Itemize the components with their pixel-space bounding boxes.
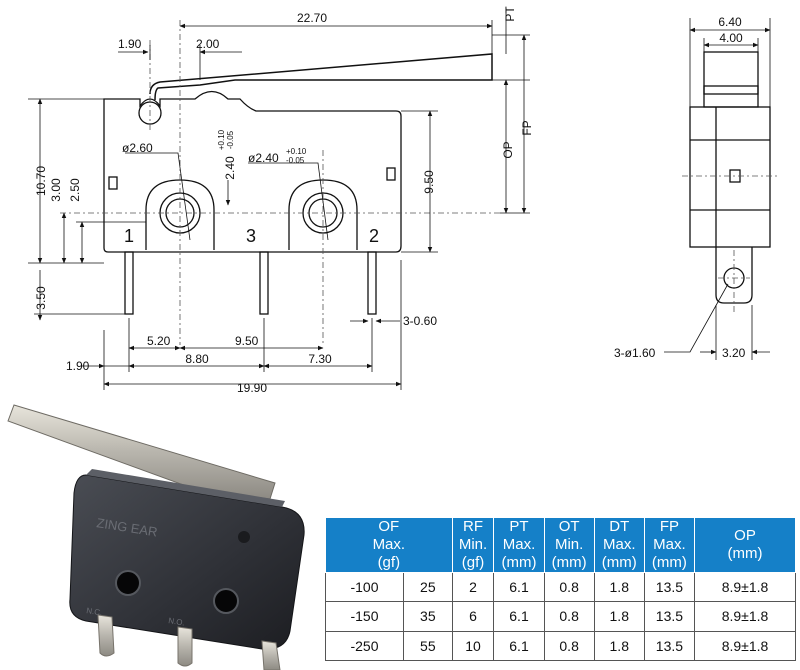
technical-drawing: 22.70 1.90 2.00 10.70 3.00 2.50 3.50 9.5… (28, 6, 778, 395)
dim-6-40: 6.40 (718, 15, 742, 29)
lever (149, 53, 493, 101)
photo-mark-no: N.O. (168, 616, 186, 627)
table-cell: 6.1 (493, 571, 545, 603)
table-cell: 13.5 (643, 571, 696, 603)
header-of: OF Max. (gf) (325, 517, 453, 573)
dim-19-90: 19.90 (237, 381, 267, 395)
dim-2-40-mid: 2.40 (223, 156, 237, 180)
table-cell: 0.8 (543, 630, 595, 662)
header-ot: OT Min. (mm) (543, 517, 595, 573)
label-op: OP (501, 141, 515, 158)
header-pt: PT Max. (mm) (493, 517, 545, 573)
table-cell: 55 (403, 630, 453, 662)
terminal-3-label: 3 (246, 226, 256, 246)
pin-1 (124, 251, 134, 315)
spec-header-row: OF Max. (gf) RF Min. (gf) PT Max. (mm) O… (325, 517, 796, 573)
table-row: -150 35 6 6.1 0.8 1.8 13.5 8.9±1.8 (324, 601, 796, 632)
dim-2-40-tol-plus: +0.10 (217, 129, 226, 150)
dim-3-20: 3.20 (722, 346, 746, 360)
pin-3 (259, 251, 269, 315)
pin-2 (367, 251, 377, 315)
dim-2-50: 2.50 (68, 178, 82, 202)
photo-switch-body (69, 474, 305, 650)
header-fp: FP Max. (mm) (643, 517, 696, 573)
dim-1-90-bottom: 1.90 (66, 359, 90, 373)
table-cell: -100 (324, 571, 405, 603)
dim-2-00: 2.00 (196, 37, 220, 51)
table-cell: 1.8 (593, 630, 645, 662)
table-cell: -250 (324, 630, 405, 662)
side-view (689, 51, 771, 304)
hole-dia-left: ø2.60 (122, 141, 153, 155)
photo-pin-1 (97, 614, 115, 657)
table-cell: 35 (403, 601, 453, 632)
label-pt: PT (503, 6, 517, 22)
hole-tol-minus: -0.05 (286, 156, 305, 165)
table-cell: 25 (403, 571, 453, 603)
dim-22-70: 22.70 (297, 11, 327, 25)
table-cell: 8.9±1.8 (694, 630, 796, 662)
dim-1-90-top: 1.90 (118, 37, 142, 51)
table-cell: 6.1 (493, 630, 545, 662)
dim-7-30: 7.30 (308, 352, 332, 366)
table-cell: 2 (451, 571, 495, 603)
table-cell: 1.8 (593, 601, 645, 632)
hole-tol-plus: +0.10 (286, 147, 307, 156)
dim-2-40-tol-minus: -0.05 (226, 130, 235, 149)
header-dt: DT Max. (mm) (593, 517, 645, 573)
dim-10-70: 10.70 (34, 166, 48, 196)
label-fp: FP (520, 120, 534, 135)
terminal-1-label: 1 (124, 226, 134, 246)
table-cell: 6.1 (493, 601, 545, 632)
terminal-2-label: 2 (369, 226, 379, 246)
product-photo: ZING EAR N.C. N.O. (7, 404, 305, 670)
dim-4-00: 4.00 (719, 31, 743, 45)
table-row: -250 55 10 6.1 0.8 1.8 13.5 8.9±1.8 (324, 630, 796, 662)
table-cell: -150 (324, 601, 405, 632)
dim-9-50-right: 9.50 (422, 170, 436, 194)
table-cell: 1.8 (593, 571, 645, 603)
header-rf: RF Min. (gf) (451, 517, 495, 573)
photo-hole-right (213, 588, 239, 614)
spec-table: OF Max. (gf) RF Min. (gf) PT Max. (mm) O… (324, 517, 796, 662)
switch-body-outline (103, 90, 402, 253)
dim-side-hole: 3-ø1.60 (614, 346, 656, 360)
header-op: OP (mm) (694, 517, 796, 573)
table-cell: 10 (451, 630, 495, 662)
table-cell: 8.9±1.8 (694, 601, 796, 632)
dim-pin-width: 3-0.60 (403, 314, 437, 328)
photo-hole-left (115, 570, 141, 596)
table-row: -100 25 2 6.1 0.8 1.8 13.5 8.9±1.8 (324, 571, 796, 603)
table-cell: 0.8 (543, 601, 595, 632)
dim-8-80: 8.80 (185, 352, 209, 366)
dim-9-50-bottom: 9.50 (235, 334, 259, 348)
table-cell: 13.5 (643, 601, 696, 632)
table-cell: 6 (451, 601, 495, 632)
dim-3-50: 3.50 (34, 286, 48, 310)
dim-5-20: 5.20 (147, 334, 171, 348)
dim-3-00: 3.00 (49, 178, 63, 202)
photo-pin-2 (261, 640, 281, 670)
hole-dia-right: ø2.40 (248, 151, 279, 165)
table-cell: 8.9±1.8 (694, 571, 796, 603)
table-cell: 13.5 (643, 630, 696, 662)
photo-pin-3 (177, 626, 193, 667)
table-cell: 0.8 (543, 571, 595, 603)
photo-mark-nc: N.C. (86, 606, 103, 617)
